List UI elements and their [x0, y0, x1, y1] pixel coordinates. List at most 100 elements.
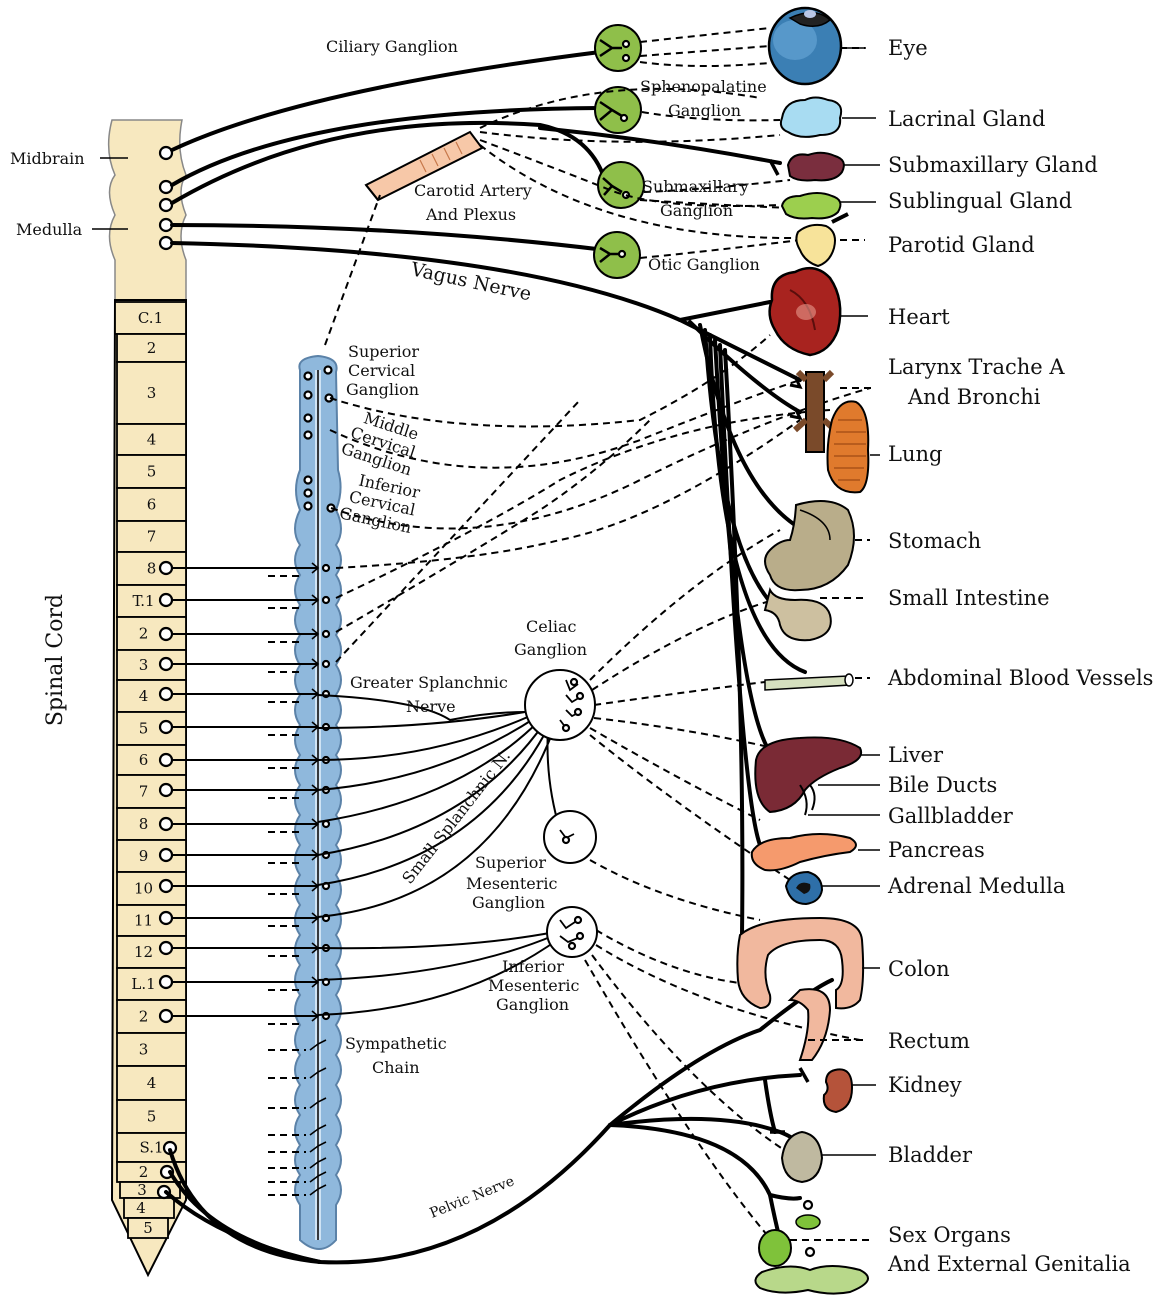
post-celiac-gallbladder [590, 728, 760, 820]
vagus-heart [680, 302, 770, 320]
celiac-label-1: Celiac [526, 617, 576, 636]
inferior-cervical-label: Inferior Cervical Ganglion [338, 468, 422, 537]
celiac-node [577, 693, 583, 699]
superior-cervical-label-2: Cervical [348, 361, 415, 380]
cord-segment-label: 5 [139, 720, 149, 738]
segment-outflow-node [160, 754, 172, 766]
facial-fiber-1 [172, 108, 600, 185]
cord-segment-label: 8 [147, 560, 157, 578]
post-eye-1 [640, 28, 770, 42]
mcg-node [305, 415, 312, 422]
cord-segment-label: T.1 [132, 592, 154, 610]
cord-segment-label: 7 [139, 783, 149, 801]
cord-segment-label: 3 [139, 1041, 149, 1059]
cord-segment [117, 680, 186, 712]
im-label-1: Inferior [502, 957, 564, 976]
sympathetic-chain [295, 356, 341, 1249]
otic-node [619, 251, 625, 257]
sphenopalatine-label-2: Ganglion [668, 101, 741, 120]
pelvic-nerve-s4 [166, 1192, 320, 1262]
chorda-tympani [540, 128, 780, 163]
icg-node [305, 477, 312, 484]
im-node [569, 943, 575, 949]
lacrimal-label: Lacrinal Gland [888, 107, 1045, 131]
sphenopalatine-ganglion [595, 87, 641, 133]
pelvic-kidney-branch [765, 1080, 775, 1132]
ciliary-node [623, 41, 629, 47]
organs [737, 8, 868, 1294]
sphenopalatine-label-1: Sphenopalatine [640, 77, 767, 96]
scg-node [325, 367, 332, 374]
cord-segment-label: 6 [147, 496, 157, 514]
rectum-label: Rectum [888, 1029, 970, 1053]
bladder-shape [782, 1132, 822, 1182]
sphenopalatine-node [621, 115, 627, 121]
segment-outflow-node [160, 912, 172, 924]
icg-node [305, 503, 312, 510]
submaxillary-gland-shape [788, 153, 844, 181]
sm-label-1: Superior [475, 853, 546, 872]
submaxillary-gland-label: Submaxillary Gland [888, 153, 1098, 177]
sex-node [804, 1201, 812, 1209]
cord-segment-label: 5 [143, 1219, 153, 1237]
larynx-label-1: Larynx Trache A [888, 355, 1065, 379]
sympathetic-chain-label-2: Chain [372, 1058, 420, 1077]
colon-label: Colon [888, 957, 950, 981]
sympathetic-chain-label-1: Sympathetic [345, 1034, 447, 1053]
cord-segment-label: C.1 [138, 309, 163, 327]
cord-segment-label: 3 [147, 384, 157, 402]
cord-segment-label: 2 [147, 339, 157, 357]
submaxillary-ganglion-label-2: Ganglion [660, 201, 733, 220]
pancreas-label: Pancreas [888, 838, 985, 862]
cord-segment-label: 9 [139, 847, 149, 865]
cord-segment-label: 4 [147, 431, 157, 449]
sex-organs-label-1: Sex Organs [888, 1223, 1011, 1247]
im-label-2: Mesenteric [488, 976, 580, 995]
post-im-colon [596, 930, 760, 985]
cord-segment-label: 4 [136, 1199, 146, 1217]
kidney-shape [824, 1069, 852, 1112]
medulla-label: Medulla [16, 220, 83, 239]
eye-label: Eye [888, 36, 928, 60]
segment-outflow-node [160, 562, 172, 574]
scg-node [305, 392, 312, 399]
segment-outflow-node [160, 818, 172, 830]
sex-node [806, 1248, 814, 1256]
segment-outflow-node [160, 942, 172, 954]
pons-nucleus-2 [160, 199, 172, 211]
pons-nucleus-1 [160, 181, 172, 193]
chain-synapse-node [323, 631, 329, 637]
cord-segment-label: 12 [134, 943, 153, 961]
sublingual-label: Sublingual Gland [888, 189, 1072, 213]
midbrain-nucleus [160, 147, 172, 159]
cord-segment-label: 3 [137, 1181, 147, 1199]
abdominal-vessels-label: Abdominal Blood Vessels [887, 666, 1153, 690]
parotid-gland-shape [796, 225, 835, 266]
lacrimal-gland-shape [781, 98, 841, 137]
bladder-label: Bladder [888, 1143, 973, 1167]
abdominal-ganglia [525, 670, 597, 957]
cord-segment [117, 775, 186, 808]
cranial-ganglia [594, 25, 644, 278]
cord-segment-label: 4 [139, 687, 149, 705]
cord-segment-label: 2 [139, 625, 149, 643]
midbrain-label: Midbrain [10, 149, 85, 168]
larynx-label-2: And Bronchi [907, 385, 1041, 409]
eye [769, 8, 841, 84]
segment-outflow-node [160, 688, 172, 700]
superior-cervical-label-3: Ganglion [346, 380, 419, 399]
ciliary-ganglion-label: Ciliary Ganglion [326, 37, 458, 56]
carotid-label-2: And Plexus [425, 205, 516, 224]
cord-segment-label: 2 [139, 1163, 149, 1181]
cord-segment-label: S.1 [139, 1139, 163, 1157]
chain-synapse-node [323, 661, 329, 667]
ganglion-synapse-marks [600, 40, 622, 262]
im-label-3: Ganglion [496, 995, 569, 1014]
lumbar-splanchnic-1 [318, 932, 555, 948]
post-sm-colon [590, 860, 760, 920]
spinal-cord: C.12345678T.123456789101112L.12345S.1234… [109, 120, 186, 1275]
oculomotor-fiber [172, 52, 600, 150]
pancreas-shape [752, 834, 856, 870]
segment-outflow-node [160, 594, 172, 606]
cord-segment-label: 10 [134, 880, 153, 898]
